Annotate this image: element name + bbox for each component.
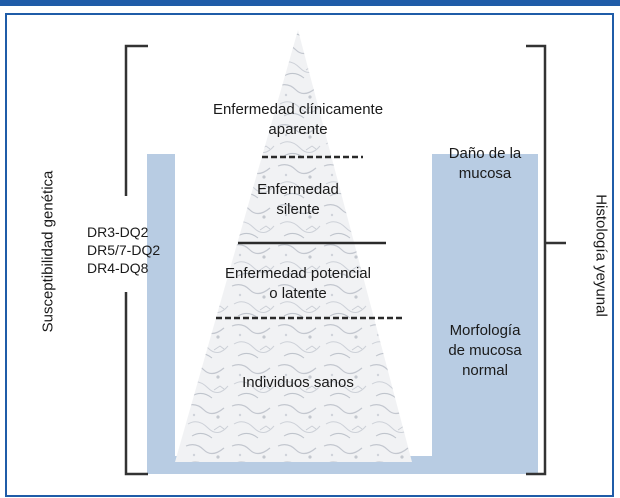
label-line: normal — [462, 362, 508, 379]
label-line: Enfermedad — [257, 181, 339, 198]
label-latent-disease: Enfermedad potencial o latente — [213, 264, 383, 304]
label-line: Daño de la — [448, 145, 522, 162]
label-line: Individuos sanos — [242, 374, 354, 391]
haplotype-item: DR5/7-DQ2 — [87, 242, 161, 258]
label-line: de mucosa — [448, 342, 522, 359]
right-axis-label: Histología yeyunal — [592, 194, 610, 317]
label-normal-mucosa: Morfología de mucosa normal — [425, 321, 545, 381]
label-clinical-disease: Enfermedad clínicamente aparente — [198, 100, 398, 140]
label-line: silente — [276, 201, 320, 218]
label-line: Morfología — [449, 322, 521, 339]
mucosa-right-column — [432, 154, 538, 474]
label-silent-disease: Enfermedad silente — [238, 180, 358, 220]
label-line: mucosa — [458, 165, 512, 182]
hla-haplotype-list: DR3-DQ2 DR5/7-DQ2 DR4-DQ8 — [87, 223, 160, 277]
label-line: aparente — [268, 121, 328, 138]
left-axis-label: Susceptibilidad genética — [39, 170, 57, 333]
right-bracket — [526, 44, 566, 476]
haplotype-item: DR3-DQ2 — [87, 224, 149, 240]
disease-pyramid — [175, 30, 412, 462]
panel-border — [5, 13, 614, 497]
label-line: Enfermedad potencial — [225, 265, 371, 282]
left-bracket — [124, 44, 148, 476]
label-line: Enfermedad clínicamente — [212, 101, 384, 118]
mucosa-left-column — [147, 154, 175, 474]
label-healthy-individuals: Individuos sanos — [228, 373, 368, 393]
haplotype-item: DR4-DQ8 — [87, 260, 149, 276]
label-mucosal-damage: Daño de la mucosa — [425, 144, 545, 184]
label-line: o latente — [269, 285, 327, 302]
top-color-bar — [0, 0, 620, 6]
